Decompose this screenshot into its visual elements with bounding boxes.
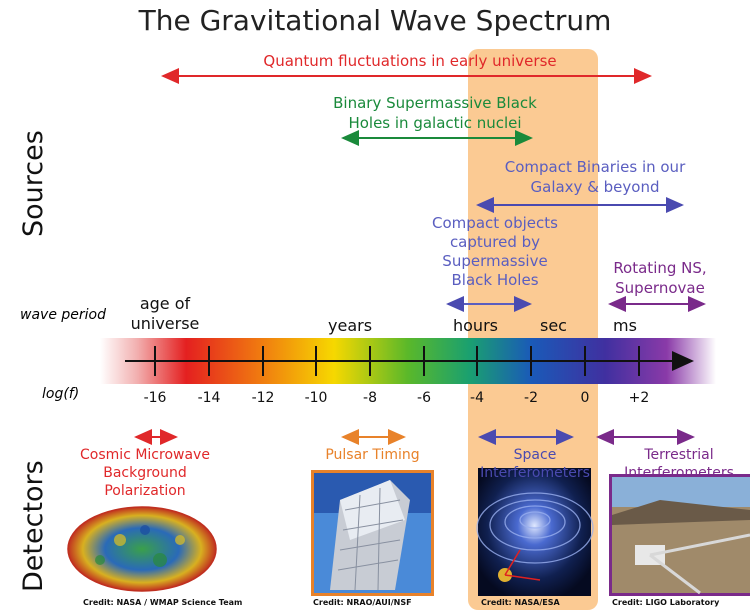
tick-label: -8 <box>363 390 377 406</box>
captured-line3: Supermassive <box>442 252 548 270</box>
tick-label: -10 <box>304 390 328 406</box>
smbh-label: Binary Supermassive Black Holes in galac… <box>300 93 570 133</box>
cmb-label: Cosmic Microwave Background Polarization <box>75 446 215 500</box>
age-of: age of <box>139 294 191 313</box>
rotating-line1: Rotating NS, <box>613 259 707 277</box>
page-title: The Gravitational Wave Spectrum <box>138 4 612 37</box>
period-years: years <box>328 316 373 335</box>
terrestrial-line1: Terrestrial <box>644 447 714 463</box>
cmb-credit: Credit: NASA / WMAP Science Team <box>83 598 243 607</box>
radio-telescope-image <box>311 470 434 596</box>
captured-line1: Compact objects <box>432 214 558 232</box>
tick-label: -14 <box>197 390 221 406</box>
smbh-label-line1: Binary Supermassive Black <box>333 94 537 112</box>
space-credit: Credit: NASA/ESA <box>481 598 560 607</box>
space-label: Space Interferometers <box>470 446 600 482</box>
tick-label: -12 <box>251 390 275 406</box>
smbh-label-line2: Holes in galactic nuclei <box>348 114 522 132</box>
pulsar-credit: Credit: NRAO/AUI/NSF <box>313 598 412 607</box>
compact-binaries-label: Compact Binaries in our Galaxy & beyond <box>480 157 710 197</box>
cmb-line2: Background <box>103 465 187 481</box>
terrestrial-line2: Interferometers <box>624 465 734 481</box>
cmb-line1: Cosmic Microwave <box>80 447 210 463</box>
wave-period-label: wave period <box>20 307 106 323</box>
quantum-label: Quantum fluctuations in early universe <box>263 52 557 70</box>
universe: universe <box>130 314 200 333</box>
cmb-line3: Polarization <box>104 483 186 499</box>
rotating-line2: Supernovae <box>615 279 705 297</box>
captured-line4: Black Holes <box>451 271 539 289</box>
log-f-label: log(f) <box>42 386 80 402</box>
period-ms: ms <box>613 316 637 335</box>
compact-label-line1: Compact Binaries in our <box>504 158 686 176</box>
space-line2: Interferometers <box>480 465 590 481</box>
tick-label: -2 <box>524 390 538 406</box>
axis-ticks <box>154 346 640 376</box>
cmb-map-image <box>67 506 217 592</box>
compact-label-line2: Galaxy & beyond <box>530 178 660 196</box>
tick-label: 0 <box>580 390 590 406</box>
age-of-universe-label: age of universe <box>130 294 200 334</box>
tick-label: -16 <box>143 390 167 406</box>
pulsar-label: Pulsar Timing <box>325 447 420 463</box>
captured-objects-label: Compact objects captured by Supermassive… <box>415 214 575 290</box>
space-line1: Space <box>513 447 557 463</box>
terrestrial-label: Terrestrial Interferometers <box>608 446 750 482</box>
captured-line2: captured by <box>449 233 541 251</box>
period-sec: sec <box>540 316 567 335</box>
tick-label: +2 <box>628 390 650 406</box>
rotating-ns-label: Rotating NS, Supernovae <box>600 258 720 298</box>
ligo-credit: Credit: LIGO Laboratory <box>612 598 720 607</box>
tick-label: -6 <box>417 390 431 406</box>
tick-label: -4 <box>470 390 484 406</box>
period-hours: hours <box>453 316 498 335</box>
space-interferometer-image <box>476 468 594 596</box>
ligo-image <box>609 474 750 596</box>
